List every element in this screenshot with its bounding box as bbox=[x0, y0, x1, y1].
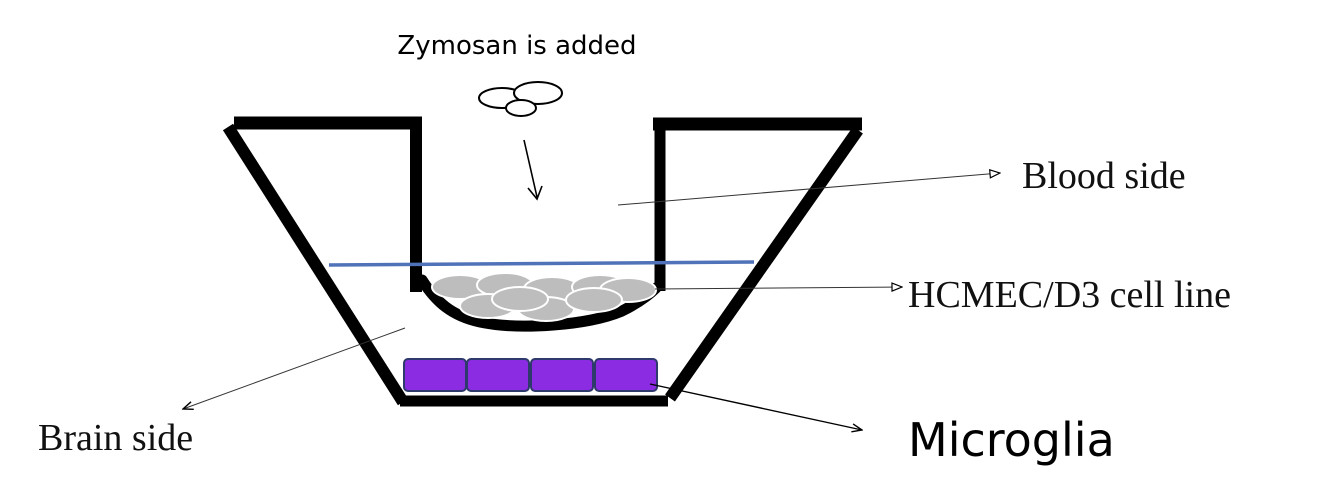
zymosan-particle bbox=[505, 99, 537, 117]
outer-well bbox=[222, 123, 863, 407]
outer-well-right-wall bbox=[665, 126, 863, 402]
microglia-cell bbox=[530, 358, 594, 392]
endothelial-cell bbox=[565, 287, 623, 313]
endothelial-cell bbox=[491, 286, 549, 312]
zymosan-particles bbox=[478, 81, 563, 117]
zymosan-arrow bbox=[523, 139, 543, 201]
zymosan-particle bbox=[513, 81, 563, 105]
blood-side-label: Blood side bbox=[1022, 155, 1186, 197]
microglia-label: Microglia bbox=[908, 413, 1115, 467]
microglia-arrow bbox=[649, 383, 862, 430]
microglia-cell bbox=[466, 358, 530, 392]
zymosan-label: Zymosan is added bbox=[397, 31, 636, 61]
outer-well-left-wall bbox=[222, 123, 409, 406]
microglia-cell bbox=[594, 358, 658, 392]
endothelial-cell-layer bbox=[431, 272, 657, 322]
blood-side-arrow bbox=[617, 173, 1000, 206]
cell-line-label: HCMEC/D3 cell line bbox=[908, 274, 1231, 316]
brain-side-arrow bbox=[183, 327, 406, 409]
brain-side-label: Brain side bbox=[38, 417, 193, 459]
cell-line-arrow bbox=[654, 287, 902, 289]
microglia-cell bbox=[403, 358, 467, 392]
membrane-line bbox=[328, 260, 755, 267]
microglia-layer bbox=[403, 358, 658, 392]
